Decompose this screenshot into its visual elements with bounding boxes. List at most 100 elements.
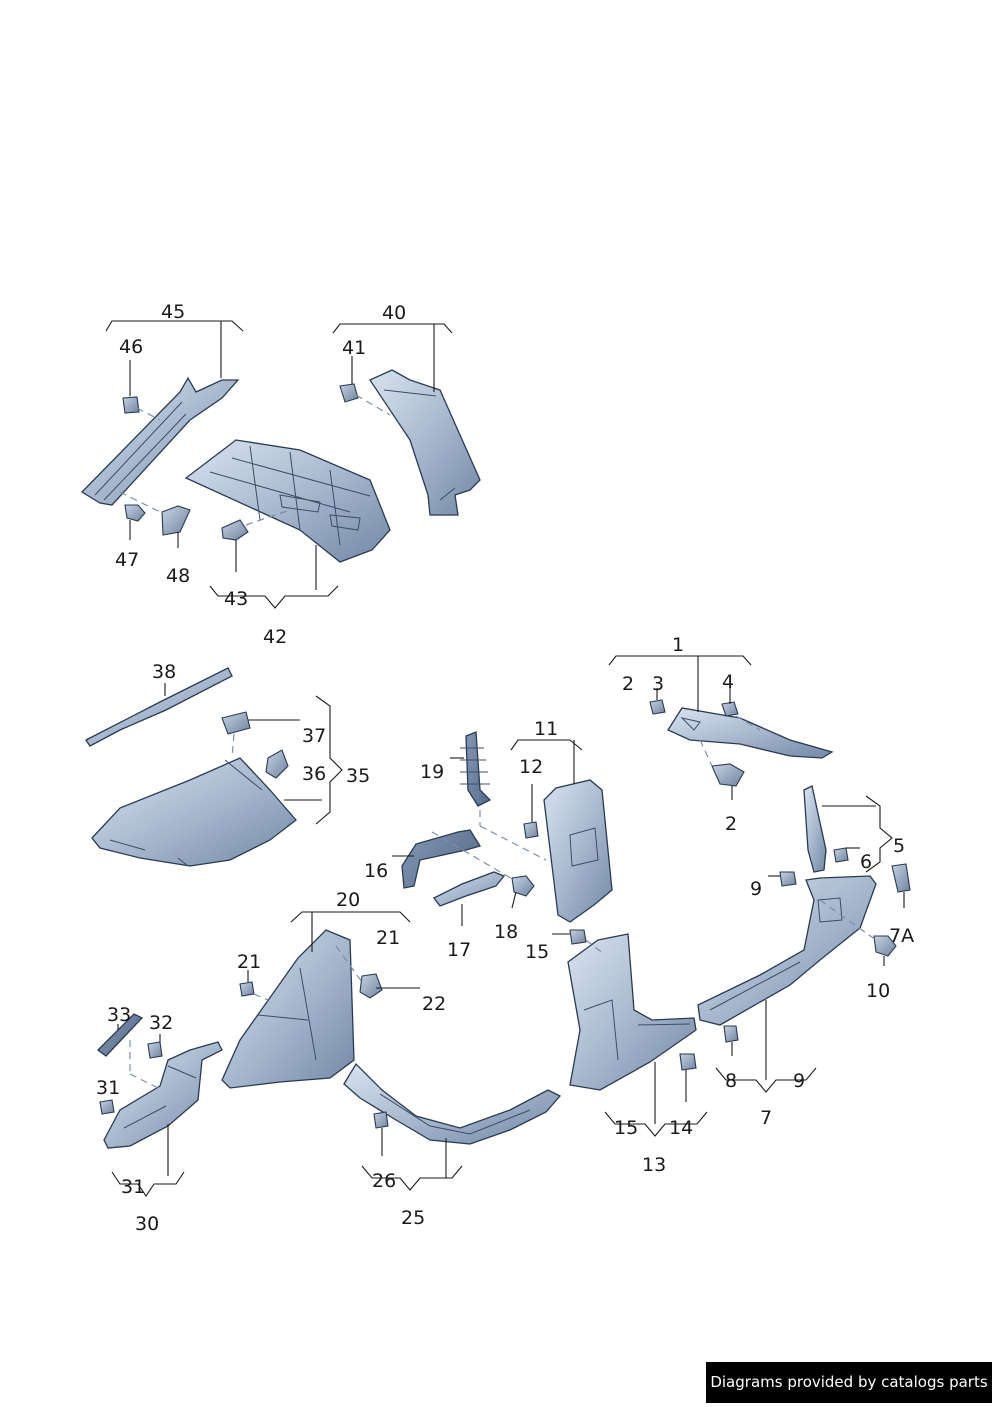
label-21-clip: 21 <box>237 951 261 973</box>
clip-43[interactable] <box>221 519 249 541</box>
label-19: 19 <box>420 761 444 783</box>
clip-12[interactable] <box>523 821 539 839</box>
label-17: 17 <box>447 939 471 961</box>
part-group-40 <box>332 323 481 516</box>
label-31-bracket: 31 <box>121 1176 145 1198</box>
part-group-45 <box>80 320 244 548</box>
screw-47[interactable] <box>124 504 146 522</box>
label-7: 7 <box>760 1107 772 1129</box>
part-group-30 <box>97 1013 223 1197</box>
wheel-arch-trim-25[interactable] <box>343 1062 562 1145</box>
label-40: 40 <box>382 302 406 324</box>
trunk-trim-30[interactable] <box>103 1041 223 1149</box>
clip-8[interactable] <box>723 1025 739 1043</box>
label-36: 36 <box>302 763 326 785</box>
label-12: 12 <box>519 756 543 778</box>
sill-panel-7[interactable] <box>697 875 877 1026</box>
label-33: 33 <box>107 1004 131 1026</box>
label-26: 26 <box>372 1170 396 1192</box>
clip-6[interactable] <box>833 847 849 863</box>
label-43: 43 <box>224 588 248 610</box>
label-9-top: 9 <box>750 878 762 900</box>
part-group-35 <box>91 695 343 867</box>
label-15-top: 15 <box>525 941 549 963</box>
label-47: 47 <box>115 549 139 571</box>
label-31-clip: 31 <box>96 1077 120 1099</box>
clip-7A[interactable] <box>891 863 911 893</box>
clip-14[interactable] <box>679 1053 697 1071</box>
label-35: 35 <box>346 765 370 787</box>
label-2-bottom: 2 <box>725 813 737 835</box>
part-group-7 <box>697 863 911 1093</box>
part-group-1 <box>608 655 834 800</box>
label-3: 3 <box>652 673 664 695</box>
label-41: 41 <box>342 337 366 359</box>
upper-trim-1[interactable] <box>667 707 834 759</box>
clip-15[interactable] <box>569 929 587 945</box>
part-group-38 <box>85 667 233 747</box>
clip-36[interactable] <box>265 749 289 779</box>
b-pillar-lower-trim-11[interactable] <box>543 779 613 923</box>
part-group-42 <box>184 439 391 609</box>
label-48: 48 <box>166 565 190 587</box>
label-32: 32 <box>149 1012 173 1034</box>
label-6: 6 <box>860 851 872 873</box>
clip-37[interactable] <box>221 711 251 735</box>
label-45: 45 <box>161 301 185 323</box>
cover-2[interactable] <box>711 763 745 787</box>
clip-21[interactable] <box>239 981 255 997</box>
clip-31[interactable] <box>99 1099 115 1115</box>
label-13: 13 <box>642 1154 666 1176</box>
bracket-19[interactable] <box>465 731 492 807</box>
cover-17[interactable] <box>433 871 506 907</box>
part-group-11 <box>450 731 613 923</box>
part-group-25 <box>343 1062 562 1191</box>
label-11: 11 <box>534 718 558 740</box>
label-7A: 7A <box>889 925 914 947</box>
grab-handle-16[interactable] <box>401 829 482 889</box>
bolt-18[interactable] <box>511 875 535 897</box>
strip-33[interactable] <box>97 1013 144 1057</box>
label-42: 42 <box>263 626 287 648</box>
trim-strip-38[interactable] <box>85 667 233 747</box>
credit-banner: Diagrams provided by catalogs parts <box>706 1362 992 1403</box>
label-21-bracket: 21 <box>376 927 400 949</box>
part-group-20 <box>221 911 420 1089</box>
clip-26[interactable] <box>373 1111 389 1129</box>
label-4: 4 <box>722 671 734 693</box>
c-pillar-lower-trim-20[interactable] <box>221 929 355 1089</box>
cover-48[interactable] <box>161 505 191 536</box>
part-group-16 <box>392 829 535 926</box>
label-1: 1 <box>672 634 684 656</box>
clip-32[interactable] <box>147 1041 163 1059</box>
clip-41[interactable] <box>339 383 359 403</box>
label-8: 8 <box>725 1070 737 1092</box>
label-18: 18 <box>494 921 518 943</box>
clip-22[interactable] <box>359 973 383 999</box>
pillar-strip-5[interactable] <box>803 785 827 873</box>
label-15-bottom: 15 <box>614 1117 638 1139</box>
label-46: 46 <box>119 336 143 358</box>
label-38: 38 <box>152 661 176 683</box>
label-20: 20 <box>336 889 360 911</box>
part-group-5 <box>803 785 893 873</box>
clip-9[interactable] <box>779 871 797 887</box>
label-25: 25 <box>401 1207 425 1229</box>
callout-labels: 45 46 47 48 40 41 43 42 38 37 36 35 1 2 … <box>96 301 914 1235</box>
label-10: 10 <box>866 980 890 1002</box>
b-pillar-bottom-trim-13[interactable] <box>567 933 697 1091</box>
label-16: 16 <box>364 860 388 882</box>
screw-10[interactable] <box>873 935 897 957</box>
c-pillar-trim[interactable] <box>91 757 297 867</box>
clip-46[interactable] <box>122 396 140 414</box>
clip-4[interactable] <box>721 701 739 717</box>
label-5: 5 <box>893 835 905 857</box>
clip-3[interactable] <box>649 699 666 715</box>
label-37: 37 <box>302 725 326 747</box>
b-pillar-upper-trim[interactable] <box>369 369 481 516</box>
label-9-bottom: 9 <box>793 1070 805 1092</box>
rear-shelf-panel[interactable] <box>184 439 391 563</box>
part-group-13 <box>552 929 708 1137</box>
